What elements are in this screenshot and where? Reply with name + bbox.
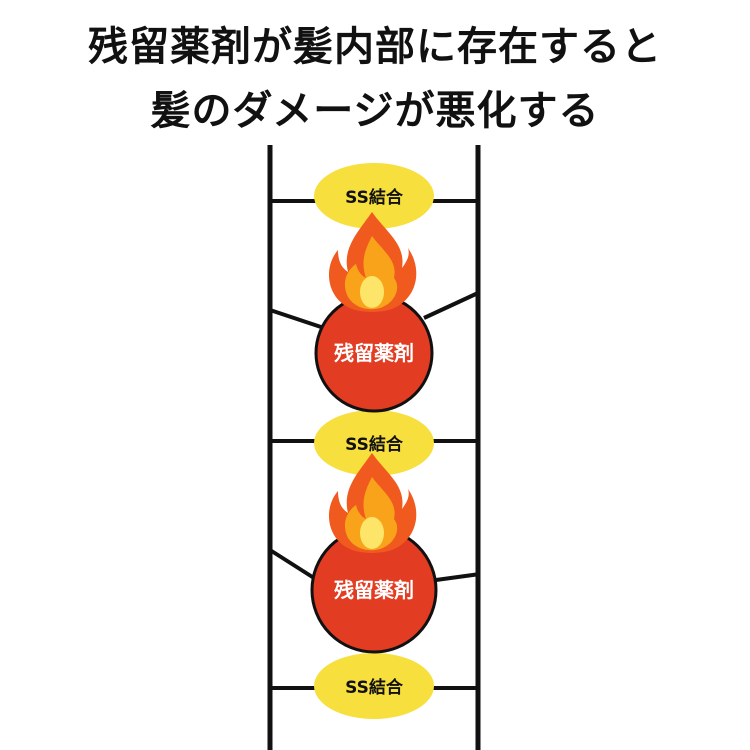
ss-bond-shape [314,653,434,719]
residue-1: 残留薬剤 [314,293,434,413]
fire-icon [328,212,417,312]
ss-bond-3: SS結合 [314,653,434,719]
ss-bond-1: SS結合 [314,163,434,229]
residue-label: 残留薬剤 [334,341,414,365]
ss-bond-shape [314,410,434,476]
headline-line-1: 残留薬剤が髪内部に存在すると [88,24,662,70]
residue-label: 残留薬剤 [334,578,414,602]
residue-1-link-left [269,308,325,330]
residue-2-link-right [435,572,481,582]
ss-bond-label: SS結合 [345,434,404,455]
ss-bond-shape [314,163,434,229]
ss-bond-label: SS結合 [345,677,404,698]
headline-line-2: 髪のダメージが悪化する [150,88,600,134]
residue-2-link-left [268,548,316,580]
residue-1-link-right [423,291,479,320]
ss-bond-label: SS結合 [345,187,404,208]
ss-bond-2: SS結合 [314,410,434,476]
